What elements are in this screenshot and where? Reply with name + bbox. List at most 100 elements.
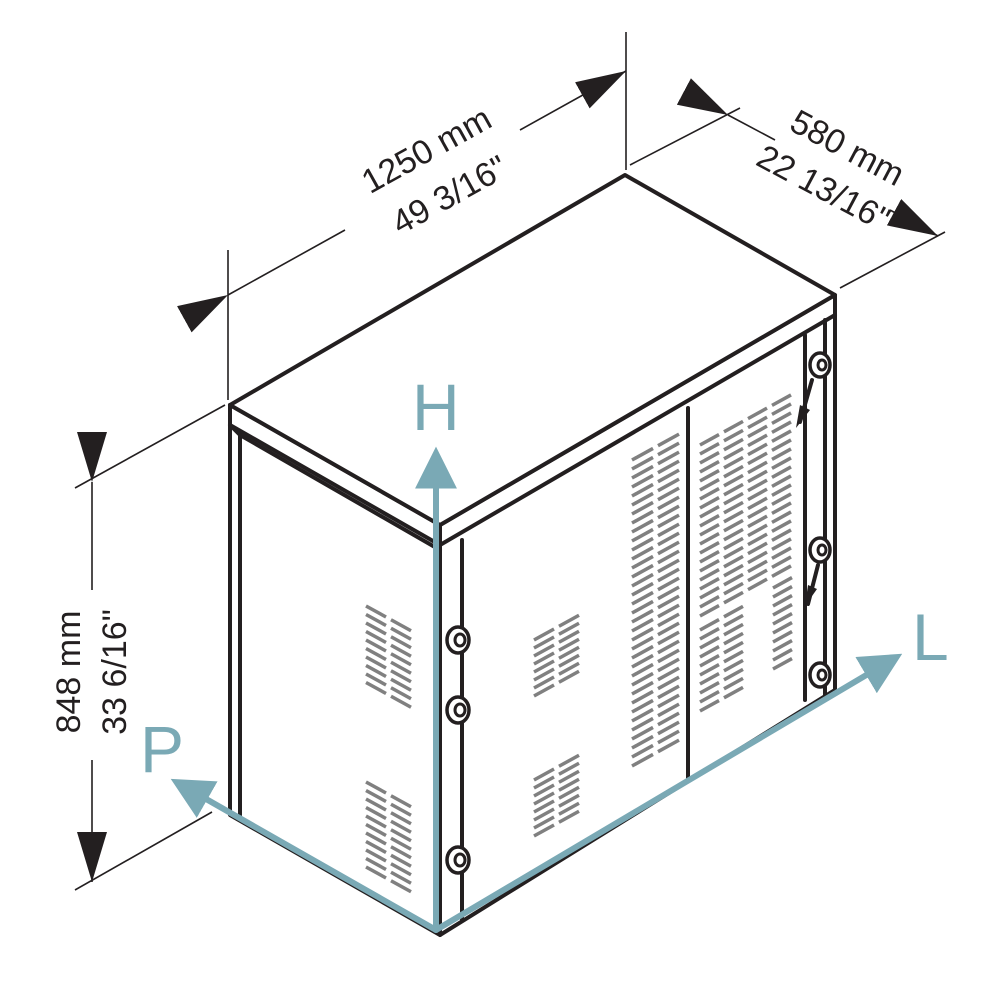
vent-slot	[723, 572, 744, 587]
vent-slot	[747, 532, 768, 547]
vent-slot	[699, 577, 720, 591]
vent-slot	[365, 612, 387, 628]
vent-slot	[390, 828, 412, 843]
vent-slot	[771, 546, 792, 560]
vent-slot	[631, 635, 654, 651]
vent-slot	[771, 537, 792, 551]
vent-slot	[747, 451, 768, 466]
vent-slot	[723, 419, 744, 434]
vent-slot	[699, 496, 720, 510]
vent-slot	[772, 585, 793, 599]
vent-slot	[657, 657, 680, 673]
vent-slot	[699, 568, 720, 582]
vent-slot	[747, 568, 768, 583]
vent-slot	[365, 604, 387, 619]
vent-slot	[747, 505, 768, 520]
vent-slot	[699, 618, 720, 632]
vent-slot	[723, 527, 744, 542]
dimension-lines	[74, 32, 946, 891]
vent-slot	[365, 788, 387, 804]
vent-slot	[533, 767, 555, 782]
vent-slot	[657, 513, 680, 529]
vent-slot	[631, 653, 654, 669]
vent-slot	[631, 527, 654, 543]
vent-slot	[533, 675, 555, 690]
vent-slot	[657, 729, 680, 745]
vent-slot	[558, 637, 580, 652]
vent-slot	[631, 482, 654, 498]
vent-slot	[771, 447, 792, 461]
cabinet	[228, 173, 837, 937]
vent-slot	[699, 672, 720, 686]
vent-slot	[723, 563, 744, 578]
vent-slot	[657, 603, 680, 619]
vent-slot	[390, 618, 412, 633]
vent-slot	[558, 613, 580, 628]
vent-slot	[533, 667, 555, 682]
vent-slot	[390, 879, 412, 894]
vent-slot	[365, 621, 387, 636]
vent-slot	[390, 669, 412, 684]
vent-slot	[657, 693, 680, 709]
vent-slot	[747, 406, 768, 421]
vent-slot	[747, 460, 768, 475]
vent-slot	[631, 473, 654, 489]
vent-slot	[771, 420, 792, 434]
vent-slot	[747, 541, 768, 556]
vent-slot	[657, 495, 680, 511]
vent-slot	[772, 657, 793, 671]
vent-slot	[723, 536, 744, 551]
vent-slot	[533, 791, 555, 806]
vent-slot	[558, 801, 580, 816]
vent-slot	[533, 807, 555, 822]
vent-slot	[390, 660, 412, 675]
vent-slot	[365, 672, 387, 687]
vent-slot	[558, 769, 580, 784]
vent-slot	[723, 473, 744, 488]
vent-slot	[723, 464, 744, 479]
vent-slot	[657, 621, 680, 637]
lid-edge-left	[228, 403, 442, 547]
vent-slot	[657, 648, 680, 664]
vent-slot	[747, 559, 768, 574]
depth-dim-line-a	[676, 78, 776, 141]
vent-slot	[699, 654, 720, 668]
vent-slot	[558, 785, 580, 800]
vent-slot	[631, 608, 654, 624]
vent-slot	[631, 698, 654, 714]
vent-slot	[631, 743, 654, 759]
vent-slot	[558, 661, 580, 676]
vent-slot	[365, 848, 387, 863]
vent-slot	[771, 519, 792, 533]
vent-slot	[657, 594, 680, 610]
vent-slot	[390, 635, 412, 650]
depth-dim-line-b	[886, 198, 939, 237]
vent-slot	[533, 799, 555, 814]
vent-slot	[631, 617, 654, 633]
length-axis-label: L	[912, 600, 949, 674]
vent-slot	[390, 802, 412, 817]
vent-slot	[747, 478, 768, 493]
flow-arrow-head-icon	[805, 585, 817, 606]
vent-slot	[631, 554, 654, 570]
vent-slot	[723, 613, 744, 628]
vent-slot	[365, 655, 387, 670]
vent-slot	[723, 631, 744, 646]
vent-slot	[699, 469, 720, 483]
vent-slot	[657, 504, 680, 520]
vent-slot	[657, 540, 680, 556]
vent-slot	[772, 630, 793, 644]
depth-axis	[170, 778, 439, 933]
vent-slot	[657, 486, 680, 502]
vent-slot	[631, 500, 654, 516]
cabinet-top	[228, 173, 837, 527]
vent-slot	[747, 523, 768, 538]
vent-slot	[558, 809, 580, 824]
vent-slot	[771, 492, 792, 506]
vent-slot	[390, 811, 412, 826]
vent-slot	[533, 683, 555, 698]
vent-slot	[771, 501, 792, 515]
vent-slot	[723, 554, 744, 569]
height-in-label: 33 6/16"	[96, 609, 134, 735]
left-panel-rim	[228, 423, 442, 552]
